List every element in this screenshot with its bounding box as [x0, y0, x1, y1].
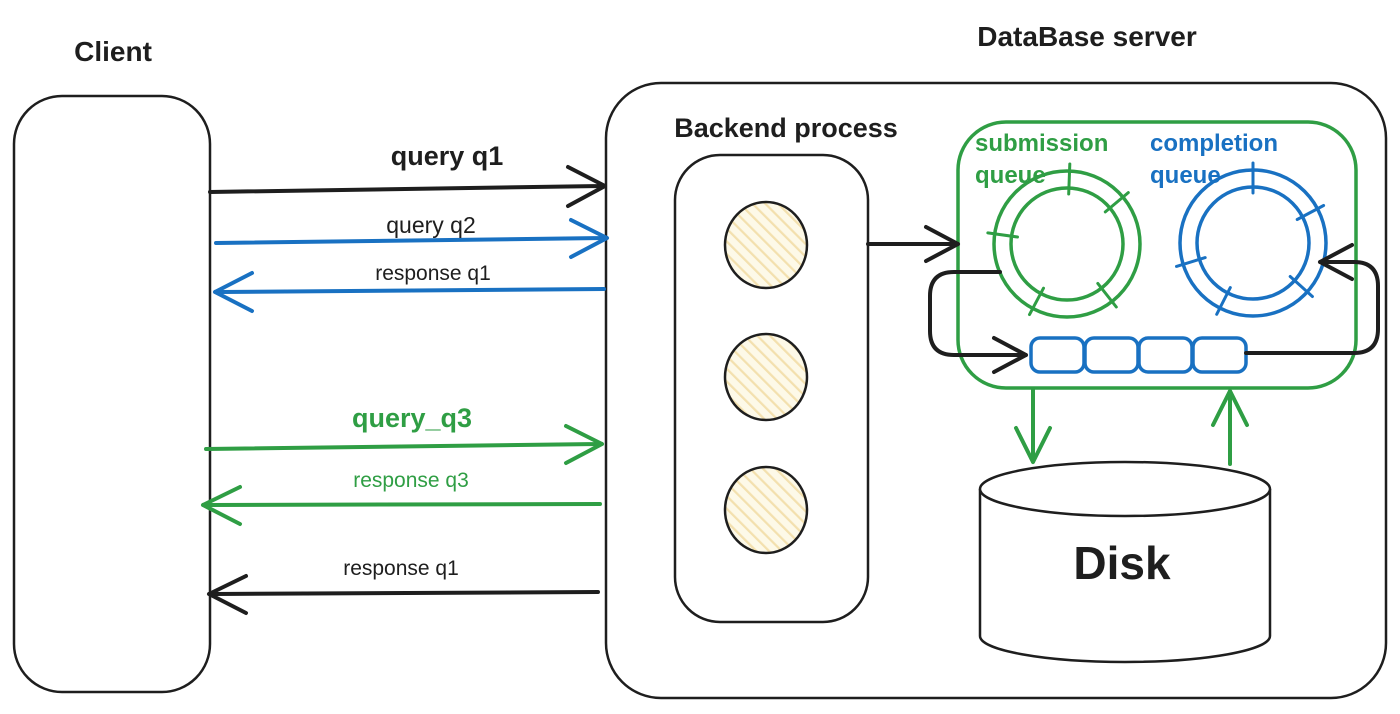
backend-process-label: Backend process [674, 113, 898, 143]
submission-queue-label: submission queue [975, 130, 1109, 189]
query-q1-label: query q1 [390, 141, 504, 171]
completion-queue-label: completion queue [1150, 130, 1279, 189]
client-label: Client [74, 36, 152, 67]
query-q2-arrow [214, 218, 609, 259]
response-q1-black-arrow [207, 574, 600, 615]
queue-slot-2 [1083, 336, 1140, 374]
completion-queue-ring [1175, 161, 1328, 318]
submission-queue-ring [986, 162, 1142, 319]
process-circle-1 [723, 200, 809, 290]
response-q1-blue-label: response q1 [375, 262, 491, 285]
disk-to-queue-arrow [1211, 389, 1249, 466]
slots-to-completion-loop-arrow [1244, 243, 1380, 355]
disk-label: Disk [1073, 537, 1171, 589]
disk-cylinder [978, 460, 1272, 664]
queue-slots [1029, 336, 1248, 374]
queue-slot-1 [1029, 336, 1086, 374]
query-q3-label: query_q3 [351, 403, 473, 433]
process-circle-2 [723, 332, 809, 422]
queue-container-group [956, 120, 1358, 390]
client-node-box [12, 94, 212, 694]
query-q2-label: query q2 [386, 212, 476, 238]
query-q3-arrow [204, 424, 604, 465]
process-circle-3 [723, 465, 809, 555]
queue-slot-4 [1191, 336, 1248, 374]
queue-to-disk-arrow [1014, 387, 1052, 464]
queue-container-box [956, 120, 1358, 390]
backend-to-queue-arrow [866, 225, 960, 263]
query-q1-arrow [208, 165, 607, 208]
backend-process-group [673, 153, 870, 624]
response-q3-arrow [201, 485, 602, 526]
response-q3-label: response q3 [353, 469, 469, 492]
response-q1-black-label: response q1 [343, 557, 459, 580]
queue-slot-3 [1137, 336, 1194, 374]
response-q1-blue-arrow [213, 271, 606, 313]
database-server-label: DataBase server [977, 21, 1197, 52]
backend-process-box [673, 153, 870, 624]
submission-to-slots-loop-arrow [928, 270, 1028, 374]
